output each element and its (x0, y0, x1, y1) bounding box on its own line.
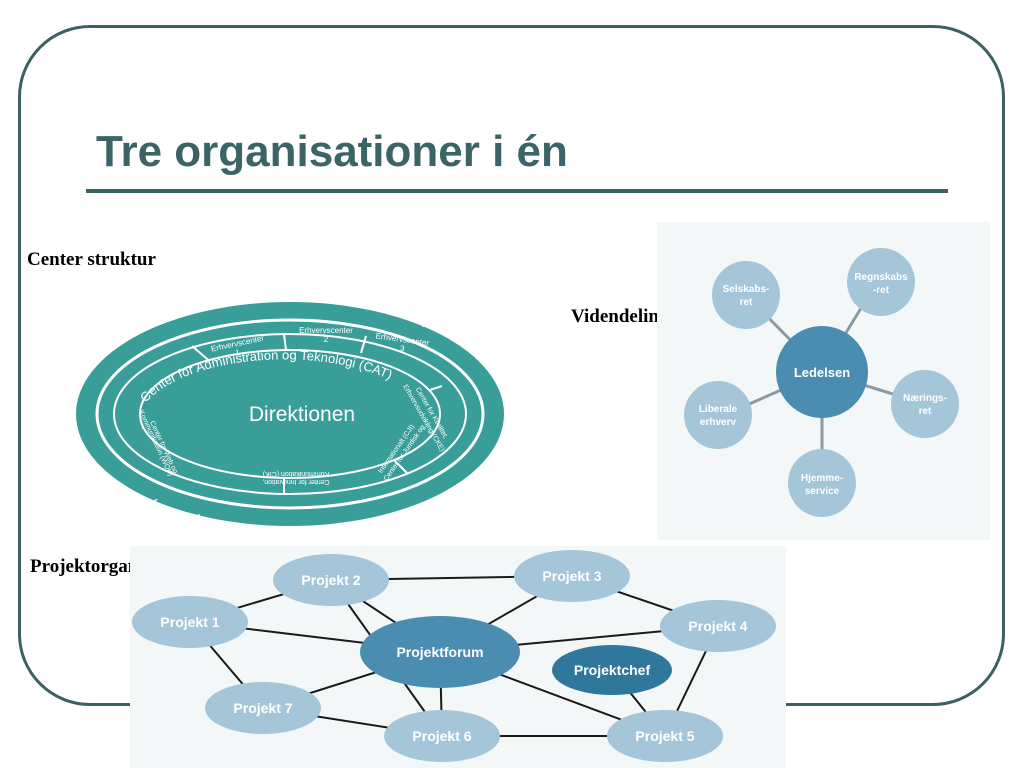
projektforum-hub: Projektforum (360, 616, 520, 688)
videndeling-node: Regnskabs -ret (847, 248, 915, 316)
svg-text:Projekt 3: Projekt 3 (542, 568, 601, 584)
videndeling-diagram: Selskabs- ret Regnskabs -ret Nærings- re… (657, 222, 990, 540)
segment-label: 1 (234, 348, 241, 358)
svg-text:Projekt 6: Projekt 6 (412, 728, 471, 744)
segment-label: 2 (324, 335, 329, 344)
svg-text:Regnskabs: Regnskabs (854, 272, 908, 283)
outer-ring-divider (95, 318, 485, 510)
project-node: Projekt 2 (273, 554, 389, 606)
svg-text:Selskabs-: Selskabs- (723, 284, 770, 295)
segment-label: 3 (400, 344, 406, 354)
svg-text:Hjemme-: Hjemme- (801, 473, 843, 484)
svg-text:Projekt 1: Projekt 1 (160, 614, 219, 630)
project-node: Projekt 4 (660, 600, 776, 652)
svg-text:Liberale: Liberale (699, 404, 738, 415)
segment-label: Center for Innovation, (262, 478, 329, 485)
center-struktur-label: Center struktur (27, 249, 156, 270)
videndeling-node: Nærings- ret (891, 370, 959, 438)
slide-title: Tre organisationer i én (96, 127, 568, 176)
svg-text:Projektforum: Projektforum (396, 644, 483, 660)
videndeling-node: Hjemme- service (788, 449, 856, 517)
center-struktur-diagram: Center for kundekontakt (CKK) Center for… (76, 296, 504, 536)
svg-text:-ret: -ret (873, 285, 890, 296)
svg-text:Ledelsen: Ledelsen (794, 365, 850, 380)
project-node: Projekt 6 (384, 710, 500, 762)
svg-text:Projekt 7: Projekt 7 (233, 700, 292, 716)
videndeling-node: Selskabs- ret (712, 261, 780, 329)
svg-text:erhverv: erhverv (700, 417, 737, 428)
svg-text:Projekt 4: Projekt 4 (688, 618, 747, 634)
projektorganisation-diagram: Projekt 1 Projekt 2 Projekt 3 Projekt 4 … (130, 546, 786, 768)
project-node: Projekt 1 (132, 596, 248, 648)
segment-label: Kommunikation (CIK) (263, 470, 330, 477)
project-node: Projekt 3 (514, 550, 630, 602)
svg-text:Projekt 5: Projekt 5 (635, 728, 694, 744)
svg-text:Projekt 2: Projekt 2 (301, 572, 360, 588)
project-node: Projekt 7 (205, 682, 321, 734)
videndeling-label: Videndeling (571, 306, 669, 327)
videndeling-node: Liberale erhverv (684, 381, 752, 449)
projektchef-node: Projektchef (552, 645, 672, 695)
videndeling-hub: Ledelsen (776, 326, 868, 418)
svg-text:ret: ret (740, 297, 753, 308)
svg-text:Nærings-: Nærings- (903, 393, 947, 404)
svg-text:Projektchef: Projektchef (574, 662, 651, 678)
core-ellipse (174, 358, 422, 470)
svg-text:ret: ret (919, 406, 932, 417)
project-node: Projekt 5 (607, 710, 723, 762)
segment-label: Erhvervscenter (299, 326, 353, 335)
svg-text:service: service (805, 486, 840, 497)
core-text: Direktionen (249, 403, 355, 426)
title-underline (86, 189, 948, 193)
